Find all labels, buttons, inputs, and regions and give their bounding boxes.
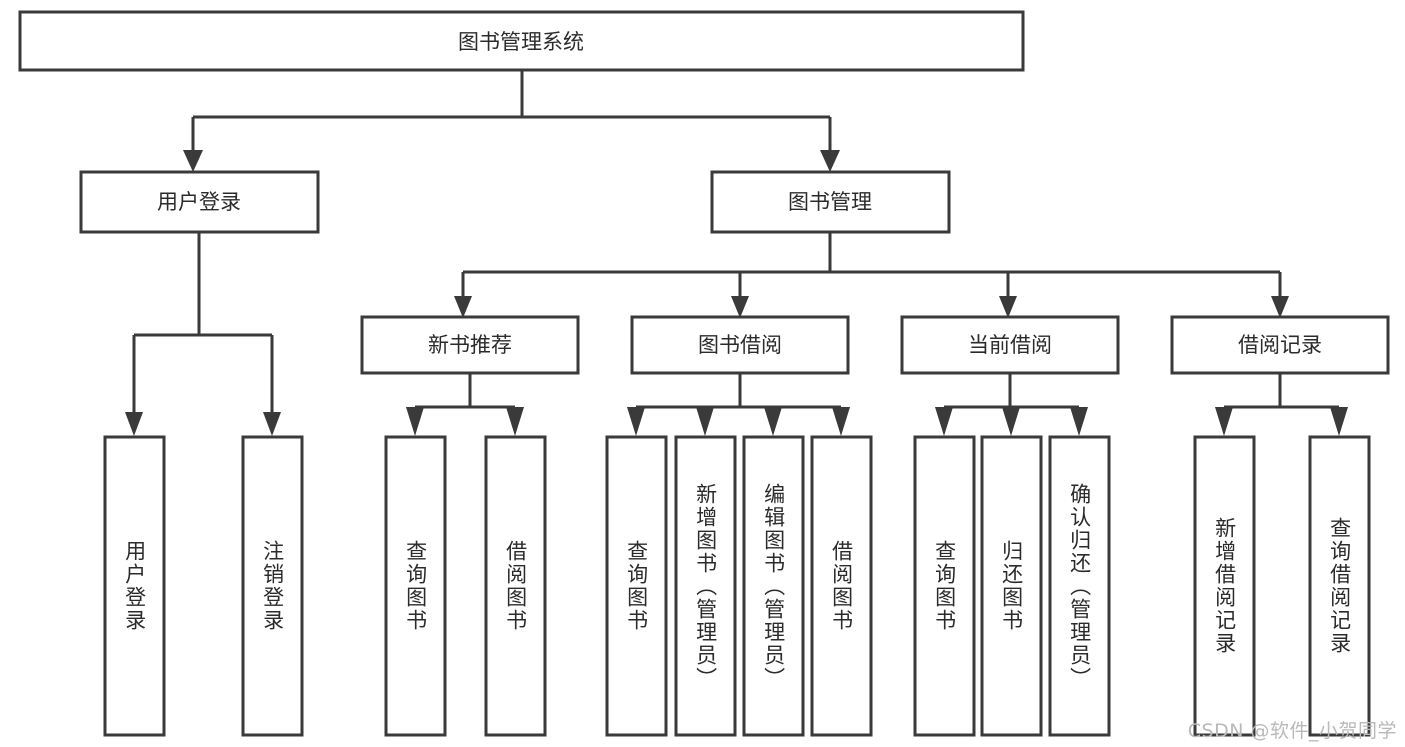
arrow-head-new-book-rec	[454, 296, 472, 318]
node-leaf-add-record-label: 新增借阅记录	[1212, 517, 1237, 655]
node-leaf-confirm-return[interactable]: 确认归还（管理员）	[1048, 435, 1111, 737]
node-leaf-add-record[interactable]: 新增借阅记录	[1193, 435, 1256, 737]
node-leaf-add-book[interactable]: 新增图书（管理员）	[674, 435, 737, 737]
node-leaf-user-login-box[interactable]	[103, 435, 166, 737]
node-new-book-rec-box[interactable]	[360, 315, 580, 375]
node-user-login-box[interactable]	[79, 170, 320, 234]
node-leaf-edit-book-label: 编辑图书（管理员）	[761, 482, 786, 690]
node-leaf-query-book-2-box[interactable]	[605, 435, 668, 737]
arrow-head-current-borrow	[999, 296, 1017, 318]
node-leaf-edit-book[interactable]: 编辑图书（管理员）	[742, 435, 805, 737]
node-current-borrow[interactable]: 当前借阅	[900, 315, 1120, 375]
node-leaf-edit-book-box[interactable]	[742, 435, 805, 737]
node-leaf-user-logout-label: 注销登录	[260, 540, 285, 632]
arrow-head-leaf-edit-book	[764, 407, 782, 436]
arrow-head-leaf-borrow-book-2	[832, 407, 850, 436]
node-borrow-record[interactable]: 借阅记录	[1170, 315, 1390, 375]
node-leaf-add-book-box[interactable]	[674, 435, 737, 737]
node-leaf-return-book-label: 归还图书	[999, 540, 1024, 632]
node-current-borrow-label: 当前借阅	[968, 333, 1052, 357]
node-user-login-label: 用户登录	[157, 190, 241, 214]
node-leaf-add-book-label: 新增图书（管理员）	[693, 482, 718, 690]
node-new-book-rec-label: 新书推荐	[428, 333, 512, 357]
arrow-head-user-login	[183, 150, 203, 172]
node-book-manage[interactable]: 图书管理	[710, 170, 951, 234]
arrow-head-leaf-confirm-return	[1070, 407, 1088, 436]
node-book-borrow-label: 图书借阅	[698, 333, 782, 357]
node-borrow-record-box[interactable]	[1170, 315, 1390, 375]
arrow-head-leaf-user-logout	[263, 412, 281, 436]
node-leaf-user-login-label: 用户登录	[122, 540, 147, 632]
node-leaf-return-book-box[interactable]	[980, 435, 1043, 737]
node-leaf-confirm-return-label: 确认归还（管理员）	[1067, 482, 1092, 690]
arrow-head-borrow-record	[1271, 296, 1289, 318]
node-borrow-record-label: 借阅记录	[1238, 333, 1322, 357]
node-root-box[interactable]	[18, 10, 1025, 72]
node-leaf-query-record-box[interactable]	[1308, 435, 1371, 737]
connector-layer	[125, 70, 1348, 436]
node-leaf-add-record-box[interactable]	[1193, 435, 1256, 737]
node-leaf-query-book-3[interactable]: 查询图书	[913, 435, 976, 737]
arrow-head-book-manage	[820, 150, 840, 172]
node-book-manage-box[interactable]	[710, 170, 951, 234]
node-leaf-query-book-2[interactable]: 查询图书	[605, 435, 668, 737]
node-leaf-borrow-book-1[interactable]: 借阅图书	[484, 435, 547, 737]
node-leaf-borrow-book-1-box[interactable]	[484, 435, 547, 737]
node-leaf-query-book-1-label: 查询图书	[403, 540, 428, 632]
node-book-borrow-box[interactable]	[630, 315, 850, 375]
node-new-book-rec[interactable]: 新书推荐	[360, 315, 580, 375]
node-leaf-borrow-book-2[interactable]: 借阅图书	[810, 435, 873, 737]
node-leaf-user-logout[interactable]: 注销登录	[241, 435, 304, 737]
node-leaf-confirm-return-box[interactable]	[1048, 435, 1111, 737]
arrow-head-leaf-user-login	[125, 412, 143, 436]
arrow-head-leaf-query-book-1	[406, 407, 424, 436]
arrow-head-book-borrow	[731, 296, 749, 318]
arrow-head-leaf-add-book	[696, 407, 714, 436]
node-current-borrow-box[interactable]	[900, 315, 1120, 375]
node-root-label: 图书管理系统	[458, 30, 584, 54]
node-leaf-borrow-book-2-label: 借阅图书	[829, 540, 854, 632]
node-book-borrow[interactable]: 图书借阅	[630, 315, 850, 375]
node-book-manage-label: 图书管理	[788, 190, 872, 214]
node-leaf-query-book-1[interactable]: 查询图书	[384, 435, 447, 737]
node-leaf-query-book-3-label: 查询图书	[932, 540, 957, 632]
node-leaf-query-record[interactable]: 查询借阅记录	[1308, 435, 1371, 737]
node-root[interactable]: 图书管理系统	[18, 10, 1025, 72]
node-leaf-borrow-book-2-box[interactable]	[810, 435, 873, 737]
node-leaf-user-login[interactable]: 用户登录	[103, 435, 166, 737]
node-leaf-return-book[interactable]: 归还图书	[980, 435, 1043, 737]
node-leaf-borrow-book-1-label: 借阅图书	[503, 540, 528, 632]
node-leaf-user-logout-box[interactable]	[241, 435, 304, 737]
arrow-head-leaf-query-record	[1330, 407, 1348, 436]
arrow-head-leaf-add-record	[1215, 407, 1233, 436]
node-leaf-query-book-1-box[interactable]	[384, 435, 447, 737]
node-leaf-query-book-2-label: 查询图书	[624, 540, 649, 632]
node-user-login[interactable]: 用户登录	[79, 170, 320, 234]
node-leaf-query-book-3-box[interactable]	[913, 435, 976, 737]
node-leaf-query-record-label: 查询借阅记录	[1327, 517, 1352, 655]
arrow-head-leaf-query-book-3	[935, 407, 953, 436]
arrow-head-leaf-query-book-2	[627, 407, 645, 436]
arrow-head-leaf-return-book	[1002, 407, 1020, 436]
arrow-head-leaf-borrow-book-1	[506, 407, 524, 436]
